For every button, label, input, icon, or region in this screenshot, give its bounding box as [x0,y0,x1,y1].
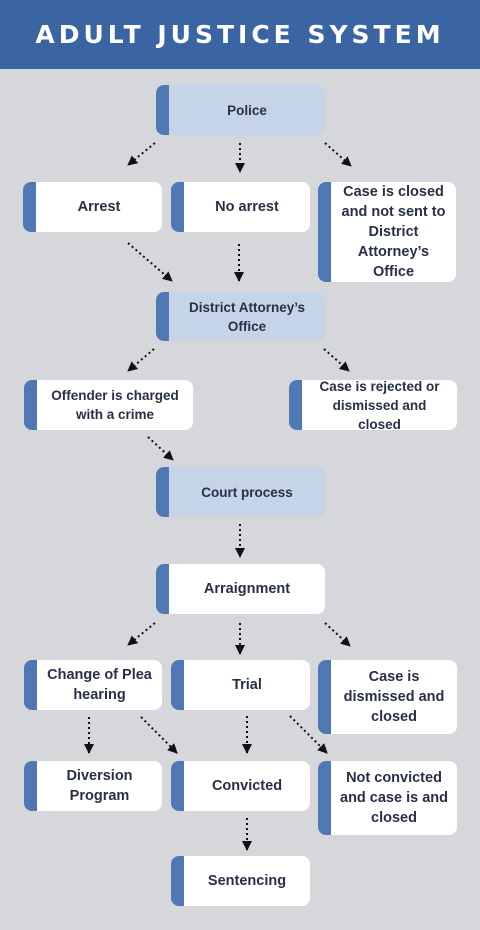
arrow-arrest-da [127,242,173,282]
node-trial: Trial [171,660,310,710]
node-offender-charged: Offender is charged with a crime [24,380,193,430]
node-police: Police [156,85,325,135]
node-court-process: Court process [156,467,325,517]
arrow-charged-court [147,436,174,461]
node-not-convicted: Not convicted and case is and closed [318,761,457,835]
arrow-arraignment-plea [127,622,156,646]
node-district-attorney: District Attorney’s Office [156,292,325,341]
header-banner: ADULT JUSTICE SYSTEM [0,0,480,69]
arrow-trial-not-convicted [289,715,328,754]
node-case-closed-not-sent: Case is closed and not sent to District … [318,182,456,282]
arrow-police-arrest [127,142,156,166]
arrow-arraignment-dismissed [324,622,351,647]
node-no-arrest: No arrest [171,182,310,232]
arrow-da-rejected [323,348,350,372]
node-case-dismissed: Case is dismissed and closed [318,660,457,734]
node-convicted: Convicted [171,761,310,811]
page-title: ADULT JUSTICE SYSTEM [35,20,445,49]
arrow-da-charged [127,348,155,372]
arrow-police-case-closed [324,142,352,167]
node-sentencing: Sentencing [171,856,310,906]
arrow-plea-convicted [140,716,178,754]
node-change-of-plea: Change of Plea hearing [24,660,162,710]
node-arrest: Arrest [23,182,162,232]
node-case-rejected: Case is rejected or dismissed and closed [289,379,457,432]
node-diversion-program: Diversion Program [24,761,162,811]
node-arraignment: Arraignment [156,564,325,614]
